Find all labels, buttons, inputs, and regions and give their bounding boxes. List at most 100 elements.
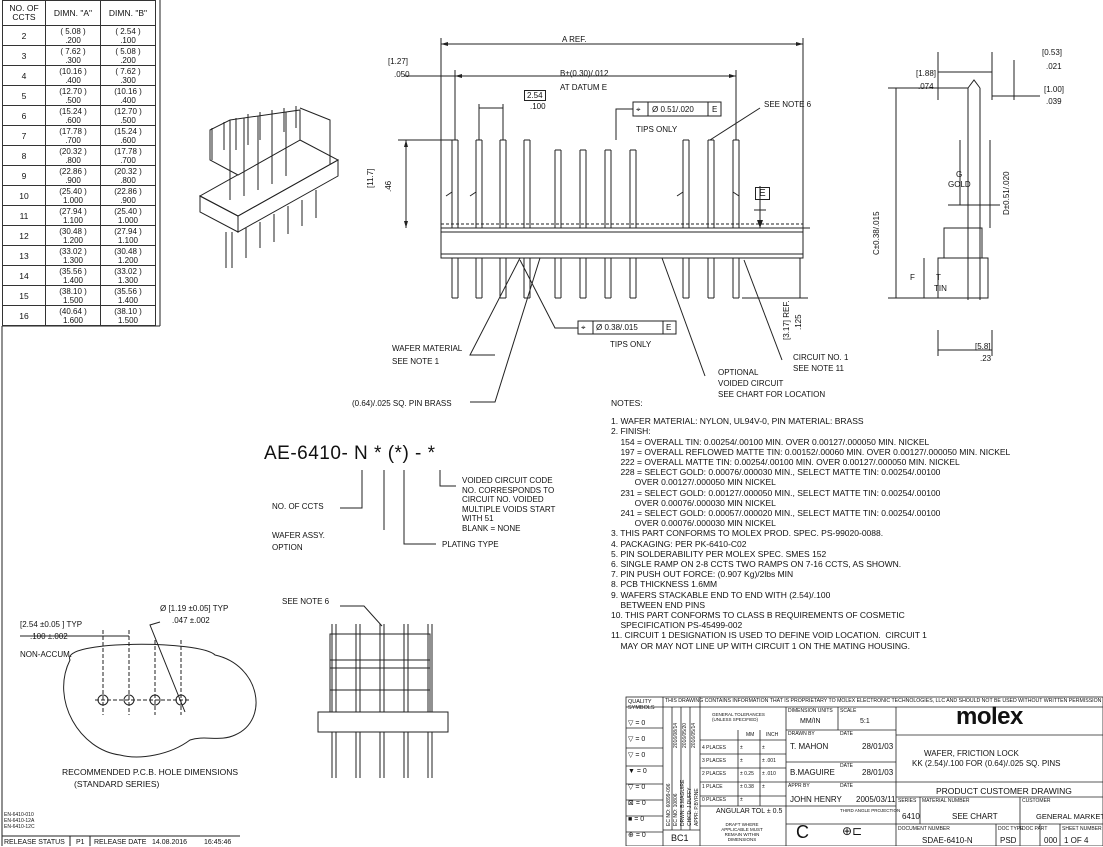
- small-front-view: [317, 605, 449, 778]
- dimn-a-mm: (35.56 ): [59, 266, 87, 276]
- voided-legend-line: BLANK = NONE: [462, 523, 521, 533]
- dimn-b-in: .700: [120, 155, 136, 165]
- table-row: 8(20.32 ).800(17.78 ).700: [2, 145, 156, 166]
- quality-symbol-icon: ▽: [628, 784, 634, 791]
- circuit-dimension-table: NO. OF CCTS DIMN. "A" DIMN. "B" 2( 5.08 …: [2, 0, 156, 326]
- table-row: 14(35.56 )1.400(33.02 )1.300: [2, 265, 156, 286]
- quality-symbol-icon: ■: [628, 816, 633, 823]
- title-line-1: WAFER, FRICTION LOCK: [924, 749, 1019, 758]
- wafer-material-label: WAFER MATERIAL: [392, 344, 463, 353]
- note-line: OVER 0.00076/.000030 MIN NICKEL: [611, 518, 776, 529]
- tolerance-places: 4 PLACES ± ±3 PLACES±± .001 2 PLACES ± 0.25 ±…: [702, 742, 776, 807]
- voided-legend-line: VOIDED CIRCUIT CODE: [462, 476, 553, 485]
- dimn-b-in: .600: [120, 135, 136, 145]
- footer-ref: EN-6410-010: [4, 812, 34, 818]
- dimn-b-cell: ( 2.54 ).100: [100, 25, 156, 46]
- release-status-value: P1: [76, 839, 85, 846]
- note-line: 6. SINGLE RAMP ON 2-8 CCTS TWO RAMPS ON …: [611, 559, 902, 570]
- tolerance-row: 2 PLACES± 0.25± .010: [702, 768, 776, 781]
- dimn-a-mm: (17.78 ): [59, 126, 87, 136]
- footer-ref: EN-6410-12C: [4, 824, 35, 830]
- doc-part-label: DOC PART: [1022, 826, 1048, 832]
- molex-logo: molex: [956, 703, 1023, 730]
- ccts-cell: 11: [2, 205, 46, 226]
- places-mm: ± 0.25: [740, 771, 754, 777]
- quality-symbols-label: QUALITY SYMBOLS: [628, 699, 655, 711]
- dimn-b-in: .400: [120, 95, 136, 105]
- draft-note: DRAFT WHERE APPLICABLE MUST REMAIN WITHI…: [721, 822, 763, 842]
- dimn-b-cell: (12.70 ).500: [100, 105, 156, 126]
- release-date-label: RELEASE DATE: [94, 839, 147, 846]
- pcb-pitch-inch: .100 ±.002: [30, 632, 68, 641]
- dimn-a-cell: (20.32 ).800: [45, 145, 101, 166]
- dimn-b-cell: (20.32 ).800: [100, 165, 156, 186]
- side-g: G: [956, 170, 963, 179]
- dimn-b-mm: (25.40 ): [114, 206, 142, 216]
- tol-frame-1: Ø 0.51/.020: [652, 105, 694, 114]
- side-d58: [5.8]: [975, 342, 991, 351]
- dimn-a-cell: (25.40 )1.000: [45, 185, 101, 206]
- dimn-a-cell: ( 5.08 ).200: [45, 25, 101, 46]
- release-status-label: RELEASE STATUS: [4, 839, 65, 846]
- dimn-a-mm: ( 5.08 ): [60, 26, 86, 36]
- dimn-b-in: 1.200: [117, 255, 139, 265]
- proprietary-notice: THIS DRAWING CONTAINS INFORMATION THAT I…: [665, 698, 1102, 704]
- option-label: OPTION: [272, 543, 303, 552]
- table-row: 12(30.48 )1.200(27.94 )1.100: [2, 225, 156, 246]
- drawn-date-value: 28/01/03: [862, 742, 894, 751]
- dimn-b-mm: ( 5.08 ): [115, 46, 141, 56]
- quality-symbol-value: = 0: [635, 832, 646, 839]
- table-row: 15(38.10 )1.500(35.56 )1.400: [2, 285, 156, 306]
- note-line: 1. WAFER MATERIAL: NYLON, UL94V-0, PIN M…: [611, 416, 864, 427]
- dimn-b-in: .800: [120, 175, 136, 185]
- dimn-a-mm: (40.64 ): [59, 306, 87, 316]
- quality-symbol-row: ⊠ = 0: [628, 796, 647, 812]
- quality-symbol-row: ⊕ = 0: [628, 828, 647, 844]
- places-label: 2 PLACES: [702, 771, 726, 777]
- doc-part-value: 000: [1044, 836, 1058, 845]
- at-datum-label: AT DATUM E: [560, 83, 608, 92]
- third-angle-icon: ⊕⊏: [842, 824, 863, 838]
- dimn-a-mm: (25.40 ): [59, 186, 87, 196]
- dimn-a-in: .400: [65, 75, 81, 85]
- dimn-b-cell: (25.40 )1.000: [100, 205, 156, 226]
- dimn-a-cell: (27.94 )1.100: [45, 205, 101, 226]
- places-inch: ±: [762, 745, 765, 751]
- revision-entry: APPR: P.BYRNE: [694, 788, 700, 826]
- dimn-b-mm: ( 7.62 ): [115, 66, 141, 76]
- voided-circuit-label: VOIDED CIRCUIT: [718, 379, 784, 388]
- dimn-b-mm: (12.70 ): [114, 106, 142, 116]
- no-of-ccts-label: NO. OF CCTS: [272, 502, 324, 511]
- tolerance-row: 3 PLACES±± .001: [702, 755, 776, 768]
- places-inch: ± .001: [762, 758, 776, 764]
- dimn-b-in: .900: [120, 195, 136, 205]
- dim-127-in: .050: [394, 70, 410, 79]
- places-label: 1 PLACE: [702, 784, 723, 790]
- voided-legend-line: MULTIPLE VOIDS START: [462, 504, 556, 514]
- places-mm: ± 0.38: [740, 784, 754, 790]
- places-mm: ±: [740, 745, 743, 751]
- table-row: 2( 5.08 ).200( 2.54 ).100: [2, 25, 156, 46]
- dimn-b-mm: (27.94 ): [114, 226, 142, 236]
- pcb-caption-2: (STANDARD SERIES): [74, 779, 160, 789]
- side-t: T: [936, 273, 941, 282]
- title-block-grid: [625, 696, 1103, 846]
- dimn-a-in: .700: [65, 135, 81, 145]
- tips-only-2: TIPS ONLY: [610, 340, 652, 349]
- note-line: MAY OR MAY NOT LINE UP WITH CIRCUIT 1 ON…: [611, 640, 910, 651]
- places-label: 4 PLACES: [702, 745, 726, 751]
- voided-legend-line: WITH 51: [462, 514, 494, 523]
- non-accum-label: NON-ACCUM.: [20, 650, 72, 659]
- places-label: 3 PLACES: [702, 758, 726, 764]
- quality-symbol-value: = 0: [636, 768, 647, 775]
- notes-lines: 1. WAFER MATERIAL: NYLON, UL94V-0, PIN M…: [611, 416, 1091, 651]
- dimn-a-in: 1.300: [62, 255, 84, 265]
- see-note-1: SEE NOTE 1: [392, 357, 440, 366]
- note-line: 11. CIRCUIT 1 DESIGNATION IS USED TO DEF…: [611, 630, 927, 641]
- dimn-a-mm: (38.10 ): [59, 286, 87, 296]
- quality-symbol-value: = 0: [635, 784, 646, 791]
- pcb-hole-inch: .047 ±.002: [172, 616, 210, 625]
- dimn-a-mm: (27.94 ): [59, 206, 87, 216]
- note-line: 228 = SELECT GOLD: 0.00076/.000030 MIN.,…: [611, 467, 941, 478]
- pcb-pitch-label: [2.54 ±0.05 ] TYP: [20, 620, 83, 629]
